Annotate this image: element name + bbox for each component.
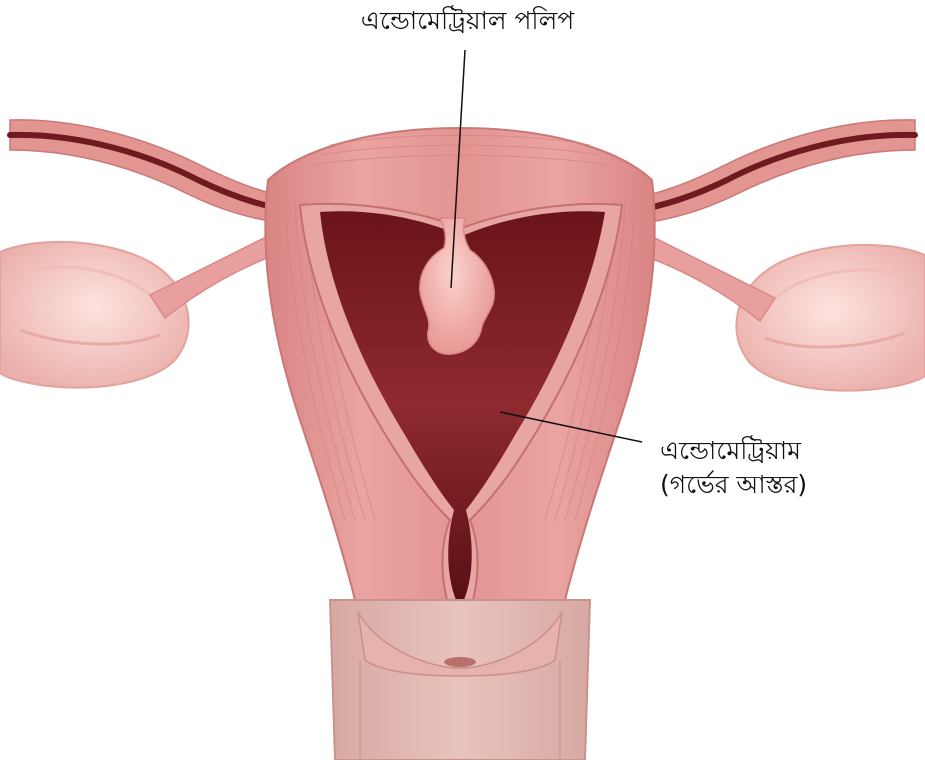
- right-fallopian-tube: [625, 120, 915, 225]
- left-fallopian-tube: [10, 120, 300, 225]
- left-ovary: [0, 242, 189, 388]
- right-ovary: [736, 245, 925, 391]
- polyp-label: এন্ডোমেট্রিয়াল পলিপ: [0, 4, 925, 38]
- endometrium-label-line1: এন্ডোমেট্রিয়াম: [660, 434, 910, 468]
- endometrium-label-line2: (গর্ভের আস্তর): [660, 468, 910, 502]
- endometrium-label: এন্ডোমেট্রিয়াম (গর্ভের আস্তর): [660, 434, 910, 502]
- cervix: [330, 600, 590, 760]
